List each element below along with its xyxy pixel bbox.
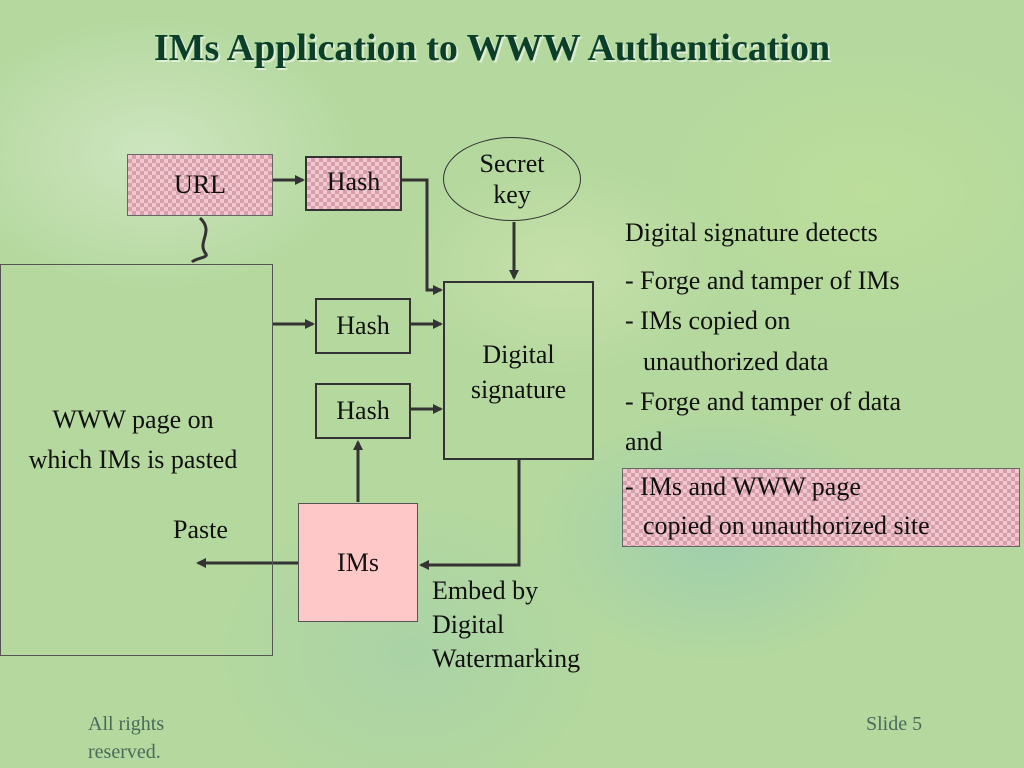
detects-list: - Forge and tamper of IMs - IMs copied o… xyxy=(625,261,901,462)
detects-highlight-text: - IMs and WWW page copied on unauthorize… xyxy=(625,472,930,540)
www-page-label: WWW page on which IMs is pasted xyxy=(28,405,238,475)
ims-box: IMs xyxy=(298,503,418,622)
detects-item: - IMs copied on xyxy=(625,306,791,336)
footer-copyright: All rights reserved. xyxy=(88,713,165,763)
arrow-signature-to-ims xyxy=(419,460,521,570)
digital-signature-box: Digital signature xyxy=(443,281,594,460)
hash-box-url: Hash xyxy=(305,156,402,211)
hash-box-page: Hash xyxy=(315,298,411,354)
slide-number: Slide 5 xyxy=(866,713,923,735)
detects-heading: Digital signature detects xyxy=(625,218,878,247)
url-box: URL xyxy=(127,154,273,216)
www-page-panel xyxy=(0,264,273,656)
url-page-link xyxy=(190,216,208,264)
paste-label: Paste xyxy=(173,515,228,544)
hash-box-ims: Hash xyxy=(315,383,411,439)
arrow-hash-to-signature xyxy=(402,178,443,295)
detects-item: - Forge and tamper of data xyxy=(625,386,902,416)
detects-highlight-box xyxy=(622,468,1020,547)
embed-watermarking-label: Embed by Digital Watermarking xyxy=(432,576,581,673)
slide-title: IMs Application to WWW Authentication xyxy=(153,27,831,69)
detects-item: - Forge and tamper of IMs xyxy=(625,266,900,295)
secret-key-ellipse: Secret key xyxy=(443,137,581,221)
detects-item-cont: and xyxy=(625,427,663,457)
detects-item-cont: unauthorized data xyxy=(643,346,829,376)
